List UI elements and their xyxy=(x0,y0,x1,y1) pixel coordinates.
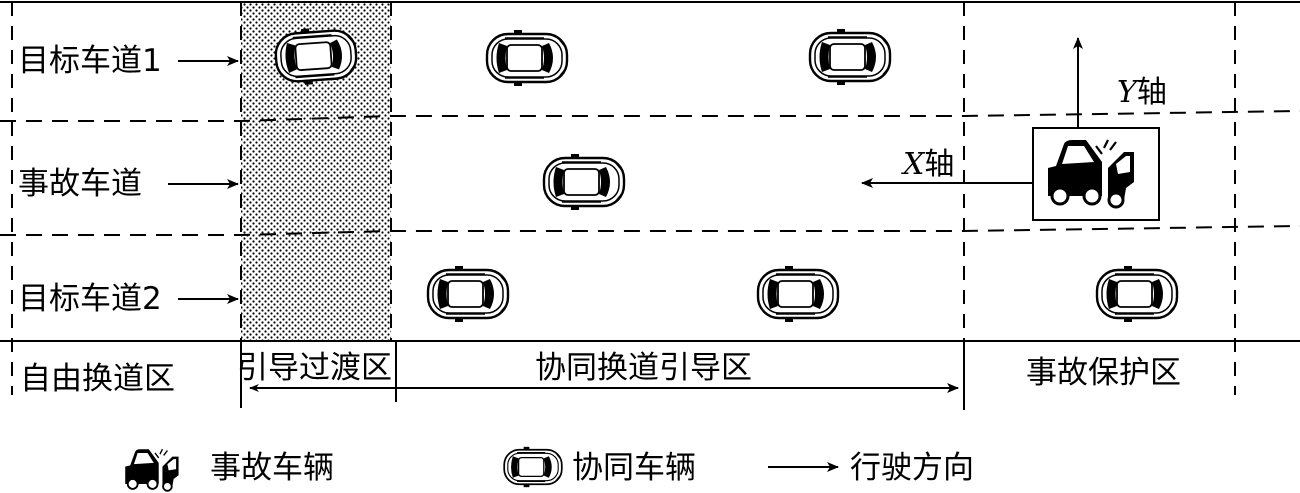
zone-label-free-change: 自由换道区 xyxy=(20,361,175,397)
zone-label-cooperative: 协同换道引导区 xyxy=(535,350,752,386)
lane-divider-1 xyxy=(0,110,1300,122)
zone-label-transition: 引导过渡区 xyxy=(237,350,392,386)
lane-label-accident: 事故车道 xyxy=(18,166,142,202)
legend-accident-icon xyxy=(124,448,180,492)
vehicle-target2-3 xyxy=(1095,264,1179,324)
vehicle-accident-lane-1 xyxy=(542,152,626,212)
x-axis-word: 轴 xyxy=(924,147,955,182)
legend-vehicle-label: 协同车辆 xyxy=(572,450,696,486)
lane-label-target-1: 目标车道1 xyxy=(18,43,162,79)
legend-direction-label: 行驶方向 xyxy=(850,450,974,486)
vehicle-target2-1 xyxy=(426,264,510,324)
zone-boundaries xyxy=(11,2,1236,395)
legend-accident-label: 事故车辆 xyxy=(210,450,334,486)
zone-label-protection: 事故保护区 xyxy=(1026,355,1181,391)
vehicle-target1-3 xyxy=(808,27,892,87)
y-axis-word: 轴 xyxy=(1136,75,1167,110)
x-axis-variable: X xyxy=(903,147,925,182)
y-axis-variable: Y xyxy=(1117,75,1137,110)
y-axis-label: Y轴 xyxy=(1117,76,1167,110)
lane-label-target-2: 目标车道2 xyxy=(18,281,162,317)
vehicle-target2-2 xyxy=(756,264,840,324)
lane-divider-2 xyxy=(0,225,1300,236)
vehicle-target1-2 xyxy=(485,28,569,88)
x-axis-label: X轴 xyxy=(903,148,954,182)
legend-vehicle-icon xyxy=(503,445,563,489)
